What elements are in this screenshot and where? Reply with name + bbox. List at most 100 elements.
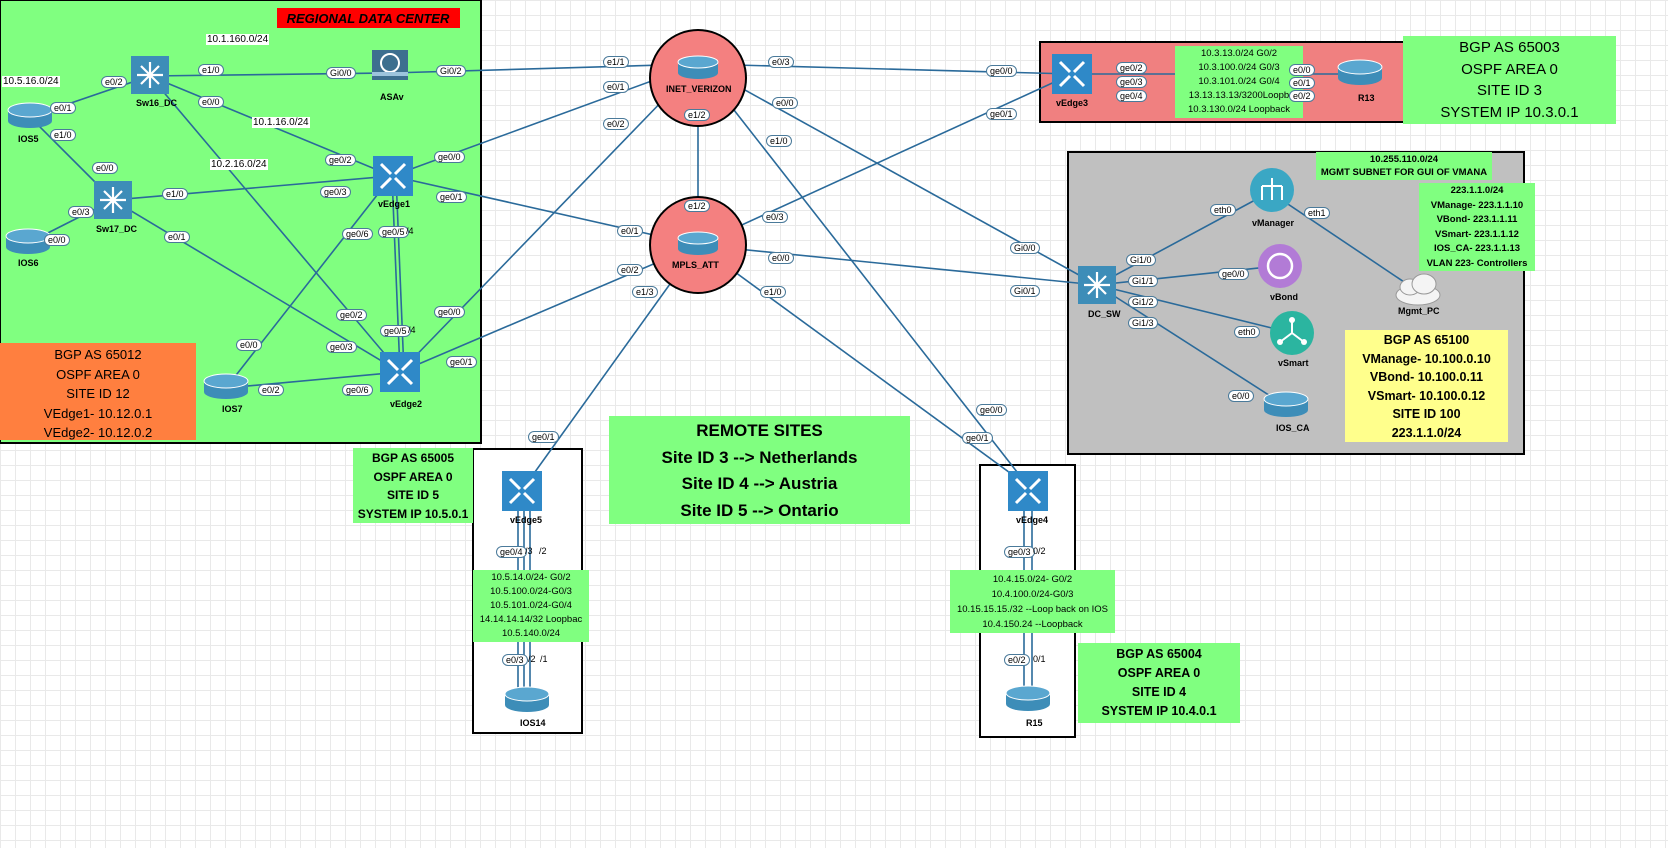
port-label: eth0 — [1210, 204, 1236, 216]
port-label: Gi0/0 — [1010, 242, 1040, 254]
site3-info-line: OSPF AREA 0 — [1461, 60, 1558, 78]
device-label-inet: INET_VERIZON — [666, 84, 732, 94]
port-label: e0/0 — [1228, 390, 1254, 402]
port-label: ge0/6 — [342, 228, 373, 240]
port-label: ge0/1 — [436, 191, 467, 203]
port-label: e0/0 — [198, 96, 224, 108]
port-label: e0/1 — [617, 225, 643, 237]
port-label: ge0/2 — [325, 154, 356, 166]
port-label: ge0/3 — [1004, 546, 1035, 558]
port-label: e1/0 — [198, 64, 224, 76]
device-label-r13: R13 — [1358, 93, 1375, 103]
regional-info-line: VEdge1- 10.12.0.1 — [43, 405, 153, 421]
device-label-vedge5: vEdge5 — [510, 515, 543, 525]
regional-info: BGP AS 65012 OSPF AREA 0 SITE ID 12 VEdg… — [0, 345, 196, 443]
port-label: Gi0/0 — [326, 67, 356, 79]
port-label: e0/2 — [258, 384, 284, 396]
subnet-line: 10.4.15.0/24- G0/2 — [992, 574, 1073, 585]
mgmt-info: BGP AS 65100 VManage- 10.100.0.10 VBond-… — [1345, 331, 1508, 442]
port-label: Gi1/1 — [1128, 275, 1158, 287]
port-label: e0/0 — [236, 339, 262, 351]
ios5-router-icon — [7, 102, 53, 128]
device-label-ios-ca: IOS_CA — [1276, 423, 1310, 433]
port-label: ge0/6 — [342, 384, 373, 396]
site4-info: BGP AS 65004 OSPF AREA 0 SITE ID 4 SYSTE… — [1078, 645, 1240, 721]
ios7-router-icon — [203, 373, 249, 399]
port-label: /1 — [540, 654, 548, 664]
mgmt-subnet-text: 10.255.110.0/24 MGMT SUBNET FOR GUI OF V… — [1316, 153, 1492, 179]
site3-info-box — [1403, 36, 1616, 124]
site5-subnet-box — [473, 570, 589, 642]
port-label: e1/1 — [603, 56, 629, 68]
subnet-line: 10.5.140.0/24 — [501, 628, 561, 639]
mgmt-info-line: BGP AS 65100 — [1383, 333, 1470, 347]
subnet-line: 10.5.14.0/24- G0/2 — [491, 572, 571, 583]
site3-info-line: SYSTEM IP 10.3.0.1 — [1440, 103, 1579, 121]
port-label: ge0/4 — [496, 546, 527, 558]
subnet-label: 10.1.160.0/24 — [206, 34, 270, 45]
port-label: e0/3 — [502, 654, 528, 666]
port-label: eth1 — [1304, 207, 1330, 219]
port-label: ge0/1 — [986, 108, 1017, 120]
port-label: e1/0 — [760, 286, 786, 298]
regional-info-line: BGP AS 65012 — [54, 347, 142, 362]
subnet-line: 10.5.100.0/24-G0/3 — [490, 586, 572, 597]
device-label-r15: R15 — [1026, 718, 1043, 728]
port-label: ge0/5 — [378, 226, 409, 238]
device-label-vsmart: vSmart — [1278, 358, 1309, 368]
port-label: /2 — [528, 654, 536, 664]
router-icons — [5, 55, 1383, 712]
mpls-router-icon — [677, 231, 719, 255]
subnet-line: 10.3.130.0/24 Loopback — [1188, 104, 1290, 115]
regional-info-line: SITE ID 12 — [66, 386, 130, 401]
device-label-ios7: IOS7 — [222, 404, 243, 414]
ctrl-ip-line: IOS_CA- 223.1.1.13 — [1433, 243, 1521, 254]
mgmt-info-line: VSmart- 10.100.0.12 — [1367, 388, 1486, 403]
r13-router-icon — [1337, 59, 1383, 85]
regional-info-line: OSPF AREA 0 — [56, 366, 140, 382]
port-label: Gi0/1 — [1010, 285, 1040, 297]
remote-sites-title: REMOTE SITES — [696, 421, 823, 440]
ios-ca-router-icon — [1263, 391, 1309, 417]
remote-sites: REMOTE SITES Site ID 3 --> Netherlands S… — [609, 418, 910, 524]
switch-icons — [94, 56, 1116, 304]
vedge3-icon — [1052, 54, 1092, 94]
port-label: e0/2 — [603, 118, 629, 130]
port-label: ge0/1 — [446, 356, 477, 368]
vedge5-icon — [502, 471, 542, 511]
port-label: e0/0 — [768, 252, 794, 264]
device-label-vedge4: vEdge4 — [1016, 515, 1049, 525]
site4-info-line: SITE ID 4 — [1131, 685, 1187, 699]
site4-subnets: 10.4.15.0/24- G0/2 10.4.100.0/24-G0/3 10… — [950, 572, 1115, 632]
port-label: ge0/4 — [1116, 90, 1147, 102]
port-label: /4 — [408, 325, 416, 335]
port-label: ge0/2 — [336, 309, 367, 321]
port-label: ge0/2 — [1116, 62, 1147, 74]
port-label: e1/0 — [50, 129, 76, 141]
port-label: /3 — [525, 546, 533, 556]
mgmt-subnet-box — [1316, 152, 1492, 180]
r15-router-icon — [1005, 685, 1051, 711]
ctrl-ip-line: VLAN 223- Controllers — [1426, 257, 1528, 269]
port-label: e0/3 — [762, 211, 788, 223]
port-label: eth0 — [1234, 326, 1260, 338]
subnet-line: 14.14.14.14/32 Loopbac — [479, 614, 583, 625]
port-label: e1/2 — [684, 200, 710, 212]
mgmt-info-line: VManage- 10.100.0.10 — [1362, 351, 1491, 366]
subnet-line: 10.4.100.0/24-G0/3 — [991, 589, 1074, 600]
port-label: 0/1 — [1033, 654, 1046, 664]
port-label: e1/3 — [632, 286, 658, 298]
site4-subnet-box — [950, 570, 1115, 633]
regional-info-box — [0, 343, 196, 440]
port-label: e0/1 — [164, 231, 190, 243]
port-label: e0/2 — [617, 264, 643, 276]
port-label: ge0/3 — [320, 186, 351, 198]
site5-info-line: SYSTEM IP 10.5.0.1 — [357, 506, 469, 521]
regional-info-line: VEdge2- 10.12.0.2 — [43, 425, 153, 440]
mgmt-info-line: SITE ID 100 — [1392, 407, 1461, 421]
port-label: e0/2 — [1289, 90, 1315, 102]
port-label: e0/2 — [101, 76, 127, 88]
port-label: /2 — [539, 546, 547, 556]
site4-info-line: OSPF AREA 0 — [1117, 666, 1201, 680]
port-label: Gi1/2 — [1128, 296, 1158, 308]
